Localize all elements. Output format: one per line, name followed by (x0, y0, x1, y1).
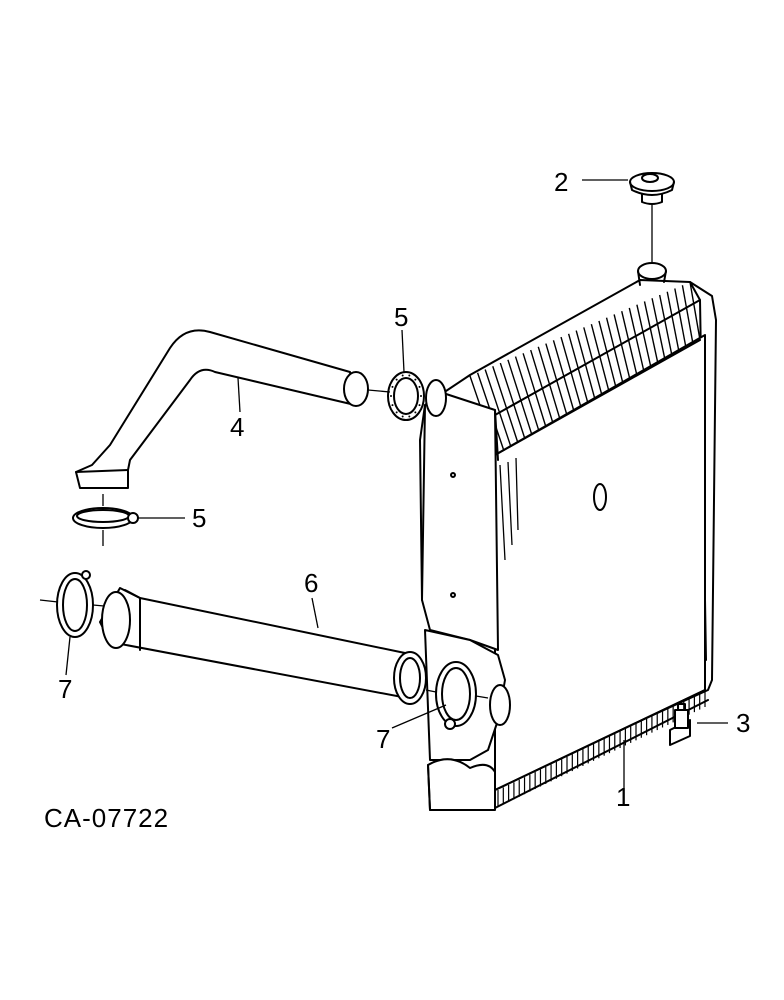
clamp-tooth (408, 374, 411, 377)
clamp-tooth (418, 385, 421, 388)
fin-line (658, 294, 673, 357)
fin-line (651, 298, 666, 360)
fin-line (545, 343, 568, 416)
leader-lines (65, 179, 728, 788)
clamp-tooth (395, 411, 398, 414)
clamp-tooth (395, 378, 398, 381)
fin-line (530, 349, 554, 424)
lower-clamp-radiator (425, 661, 489, 730)
fin-line (499, 362, 526, 440)
fin-line (552, 340, 575, 412)
fin-line (567, 333, 589, 404)
fin-line (598, 320, 617, 388)
drain-cock (674, 703, 689, 729)
fin-line (560, 336, 582, 408)
fin-line (613, 314, 631, 380)
clamp-tooth (390, 395, 392, 397)
callout-1: 1 (616, 782, 630, 812)
fin-line (605, 317, 624, 384)
clamp-tooth (420, 395, 422, 397)
upper-clamp-radiator (367, 371, 425, 421)
callout-7-bottom: 7 (376, 724, 390, 754)
fin-line (666, 291, 680, 353)
fin-line (590, 323, 610, 392)
fin-line (689, 281, 701, 341)
clamp-tooth (401, 415, 404, 418)
fin-line (492, 366, 519, 444)
callout-4: 4 (230, 412, 244, 442)
clamp-tooth (414, 378, 417, 381)
callout-2: 2 (554, 167, 568, 197)
top-tank-fins (469, 281, 701, 456)
callout-7-left: 7 (58, 674, 72, 704)
clamp-tooth (414, 411, 417, 414)
fin-line (636, 304, 652, 368)
lower-hose (99, 587, 427, 705)
fin-line (484, 369, 512, 448)
fin-line (575, 330, 596, 400)
callout-3: 3 (736, 708, 750, 738)
fin-line (522, 353, 547, 428)
upper-clamp-engine (72, 494, 139, 546)
fin-line (514, 356, 540, 432)
fin-line (628, 307, 645, 372)
upper-hose (75, 329, 369, 489)
clamp-tooth (408, 415, 411, 418)
callout-5-left: 5 (192, 503, 206, 533)
reference-code: CA-07722 (44, 803, 169, 833)
radiator-cap (629, 172, 675, 262)
callout-6: 6 (304, 568, 318, 598)
fin-line (537, 346, 561, 420)
fin-line (681, 285, 694, 345)
clamp-tooth (391, 385, 394, 388)
fin-line (621, 311, 638, 376)
callout-5-top: 5 (394, 302, 408, 332)
lower-clamp-engine (39, 570, 105, 638)
clamp-tooth (391, 404, 394, 407)
fin-line (507, 359, 533, 436)
fin-line (674, 288, 687, 349)
clamp-tooth (401, 374, 404, 377)
clamp-tooth (418, 404, 421, 407)
fin-line (643, 301, 659, 364)
fin-line (583, 327, 603, 396)
radiator-assembly (419, 262, 717, 811)
